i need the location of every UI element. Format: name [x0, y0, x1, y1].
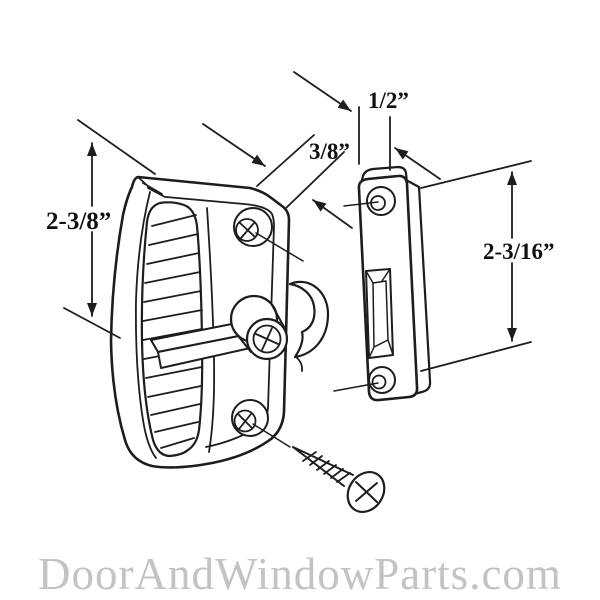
- latch-screw-hole-top: [233, 207, 304, 262]
- pointer-arrow: [293, 71, 352, 112]
- dimension-label-keeper-height: 2-3/16”: [483, 239, 555, 264]
- latch-hook-tail: [295, 356, 304, 372]
- keeper-latch-opening: [365, 268, 394, 359]
- latch-top-step-lines: [137, 176, 166, 198]
- phillips-cross-icon: [239, 222, 256, 239]
- pointer-arrow: [394, 147, 441, 180]
- dimension-plate-thickness: 3/8”: [202, 123, 353, 229]
- keeper-side-face: [404, 178, 432, 396]
- extension-line: [256, 134, 315, 187]
- phillips-cross-icon: [355, 481, 378, 503]
- dimension-label-plate-thickness: 3/8”: [309, 139, 350, 164]
- keeper-plate-drawing: [333, 165, 432, 402]
- phillips-cross-icon: [237, 413, 253, 430]
- watermark-text: DoorAndWindowParts.com: [38, 549, 562, 599]
- dimension-keeper-height: 2-3/16”: [420, 160, 555, 372]
- latch-grip-opening: [140, 201, 204, 458]
- phillips-cross-icon: [255, 327, 279, 351]
- leader-line: [333, 382, 379, 392]
- pointer-arrow: [312, 199, 353, 229]
- leader-line: [255, 232, 304, 262]
- screw-threads: [302, 451, 351, 483]
- dimension-keeper-width: 1/2”: [293, 71, 441, 180]
- dimension-latch-height: 2-3/8”: [46, 119, 156, 339]
- dimension-label-latch-height: 2-3/8”: [46, 208, 111, 235]
- extension-line: [77, 119, 156, 175]
- latch-body-drawing: [109, 175, 330, 469]
- screw-shaft: [292, 446, 354, 487]
- latch-pivot-screw: [229, 294, 289, 361]
- dimension-label-keeper-width: 1/2”: [368, 88, 409, 113]
- extension-line: [420, 160, 532, 189]
- mounting-screw-drawing: [292, 446, 386, 513]
- pointer-arrow: [202, 123, 266, 167]
- extension-line: [284, 151, 345, 210]
- latch-shell-inner-line: [134, 191, 157, 459]
- extension-line: [420, 341, 532, 372]
- leader-line: [343, 201, 379, 207]
- keeper-screw-hole-bottom: [333, 366, 396, 394]
- latch-screw-hole-bottom: [231, 399, 291, 448]
- extension-line: [63, 307, 121, 339]
- leader-line: [252, 423, 291, 448]
- keeper-screw-hole-top: [343, 186, 396, 216]
- latch-hook: [288, 280, 330, 359]
